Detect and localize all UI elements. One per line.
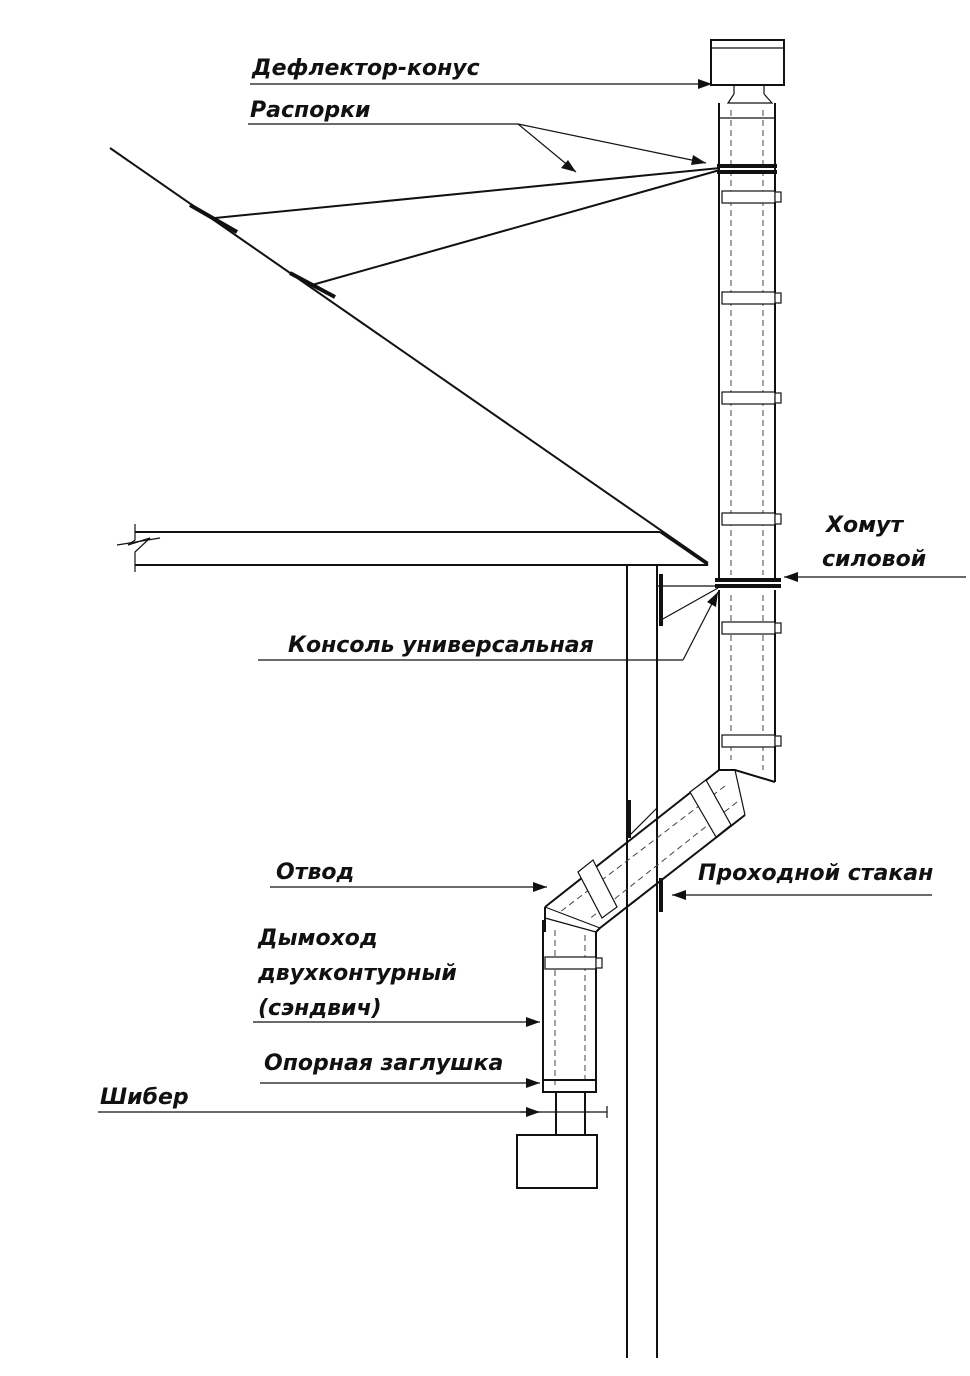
label-elbow: Отвод <box>276 860 354 885</box>
label-chimney-line2: двухконтурный <box>257 961 457 986</box>
roof <box>109 147 709 572</box>
label-pass-through-sleeve: Проходной стакан <box>698 861 933 886</box>
diagonal-pipe <box>544 769 746 929</box>
power-clamp <box>715 578 781 588</box>
upper-elbow <box>719 769 776 816</box>
label-support-cap: Опорная заглушка <box>264 1051 503 1076</box>
label-braces: Распорки <box>250 98 370 123</box>
stove <box>516 1134 598 1189</box>
chimney-upper-section <box>717 103 782 580</box>
console-bracket <box>656 574 719 630</box>
label-chimney-line1: Дымоход <box>257 926 378 951</box>
bottom-sandwich-section <box>542 920 603 1093</box>
label-damper: Шибер <box>100 1085 189 1110</box>
deflector-cone <box>710 39 785 104</box>
braces <box>214 167 721 286</box>
label-power-clamp-line2: силовой <box>822 547 926 572</box>
label-chimney-line3: (сэндвич) <box>258 996 382 1021</box>
wall <box>626 564 658 1358</box>
chimney-lower-section <box>718 590 782 782</box>
label-deflector-cone: Дефлектор-конус <box>251 56 480 81</box>
leader-lines <box>98 79 966 1117</box>
label-power-clamp-line1: Хомут <box>824 513 904 538</box>
lower-elbow <box>544 906 601 933</box>
label-universal-console: Консоль универсальная <box>288 633 594 658</box>
